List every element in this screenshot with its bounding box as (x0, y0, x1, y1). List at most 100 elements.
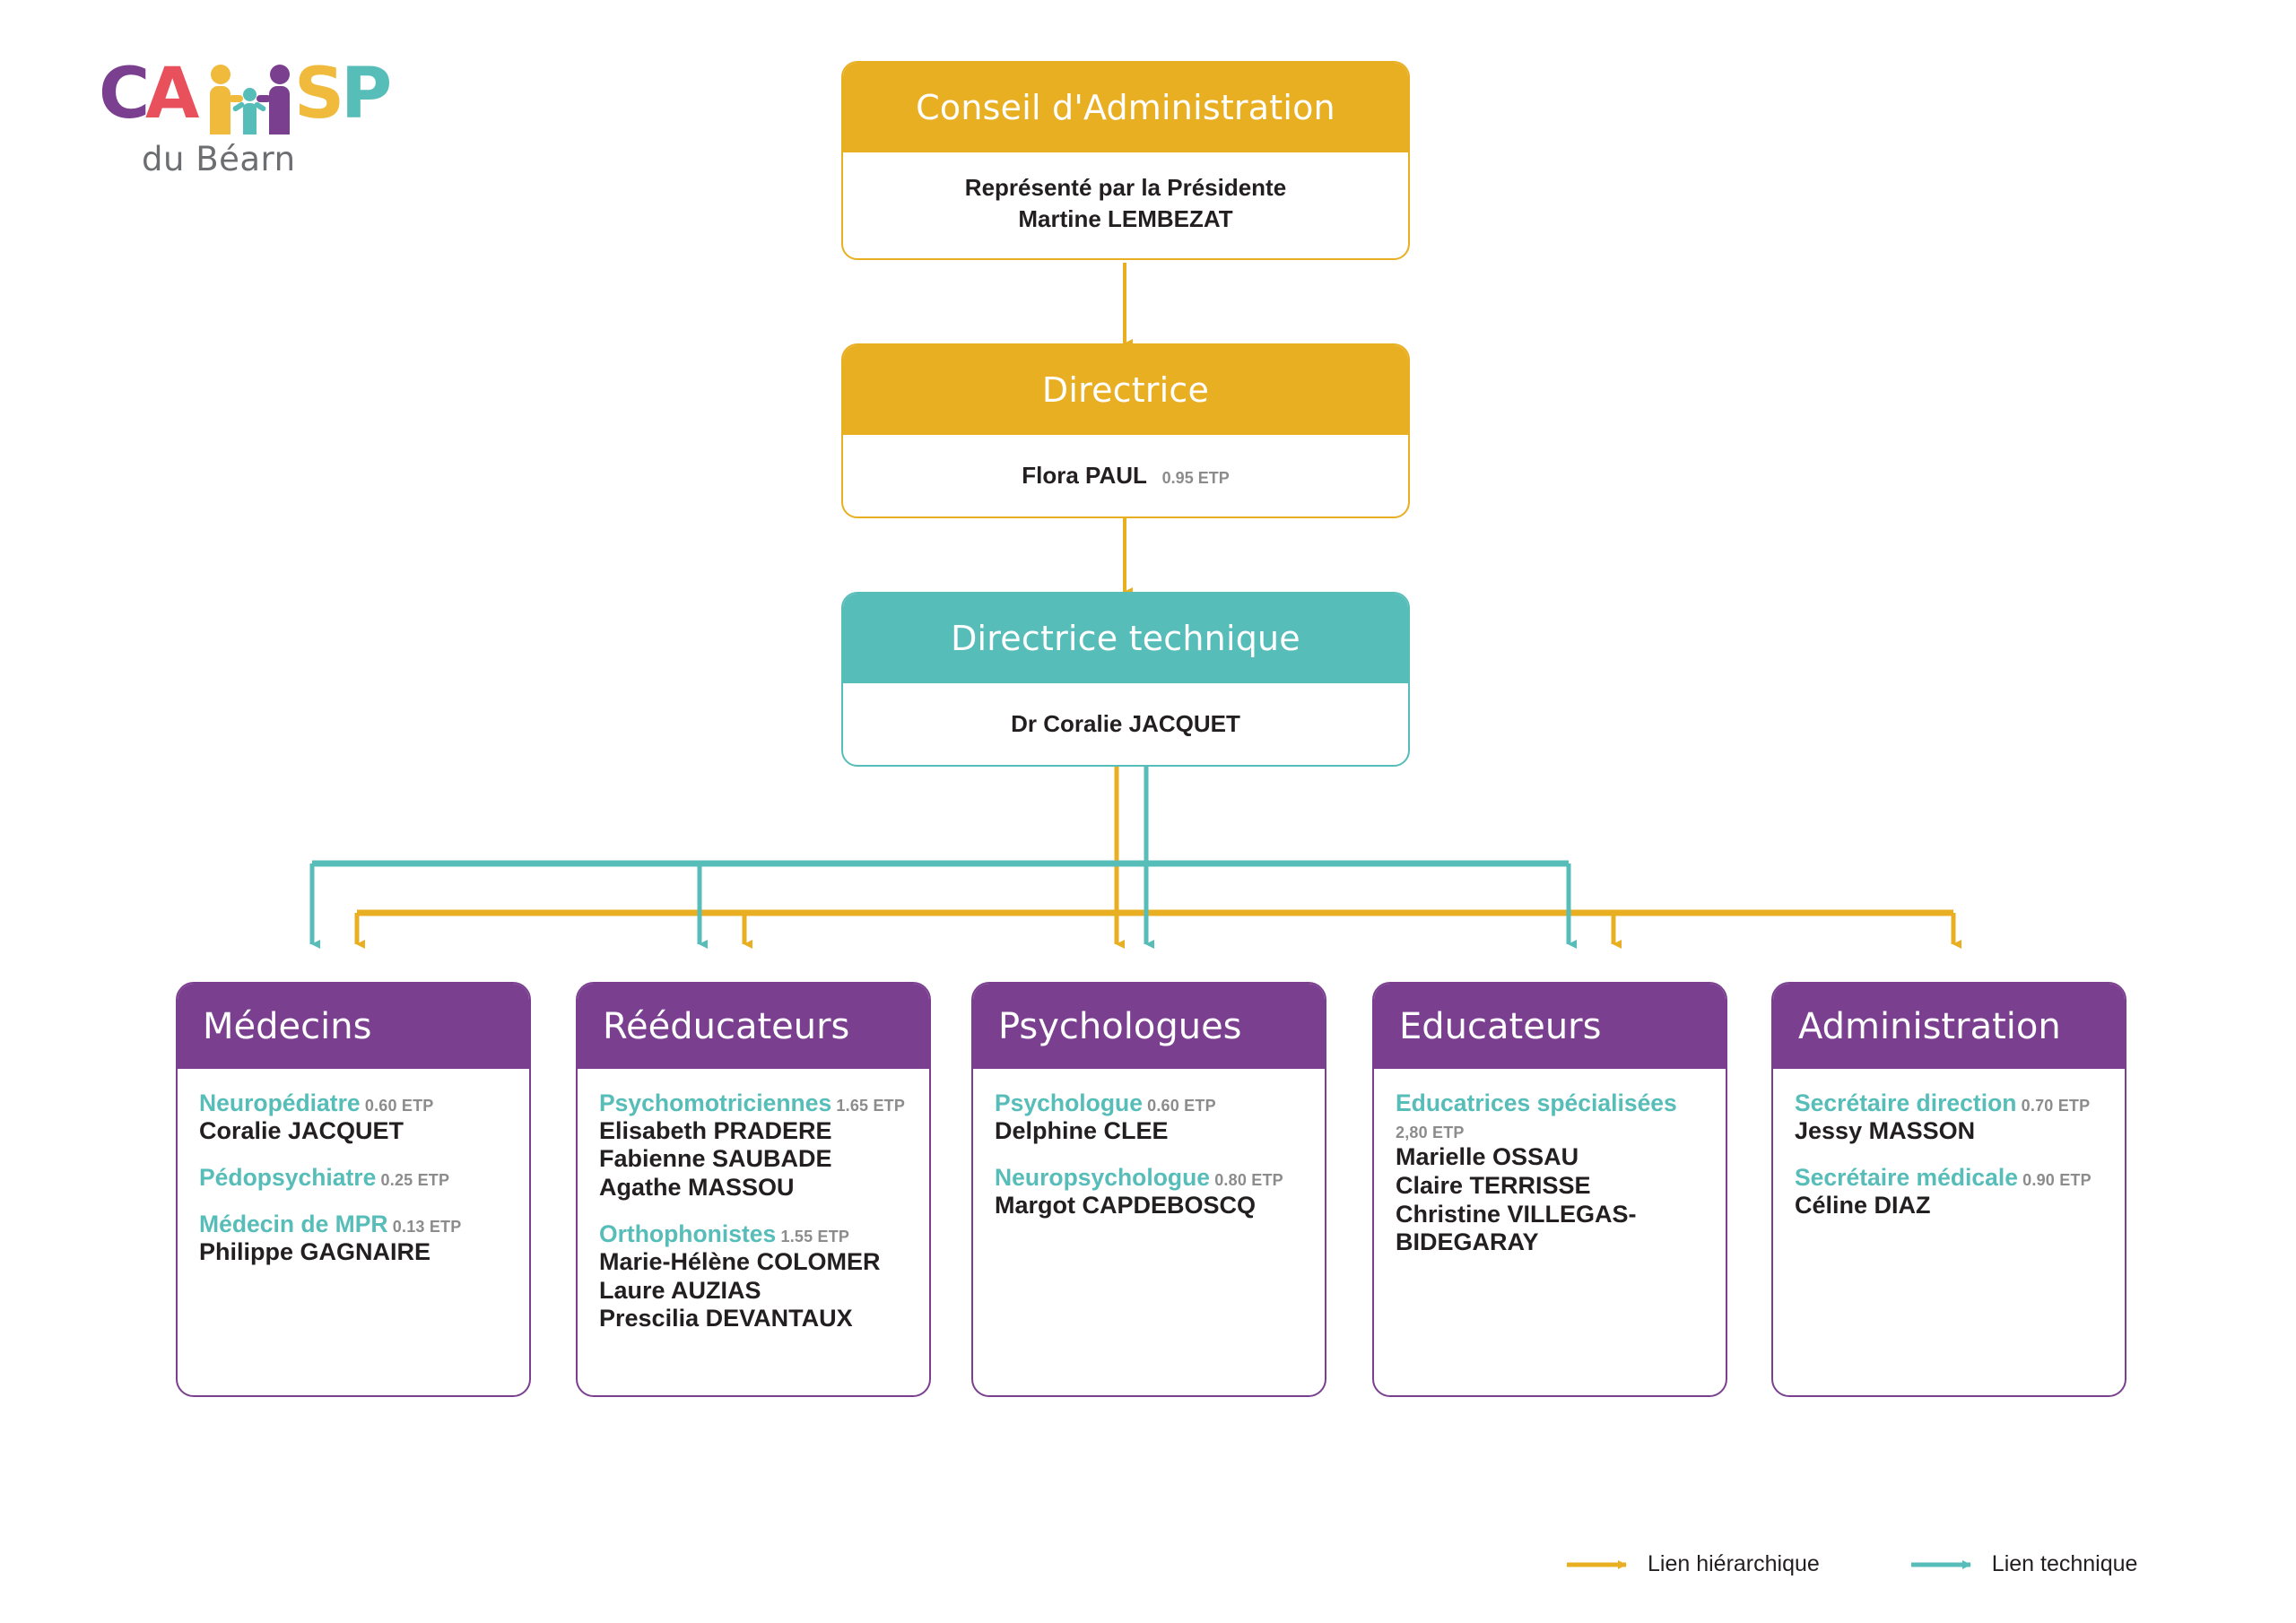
role-label-educatrices-specialisees: Educatrices spécialisées 2,80 ETP (1396, 1089, 1706, 1143)
person-name: Céline DIAZ (1795, 1191, 1931, 1219)
person-name: Marie-Hélène COLOMER (599, 1248, 881, 1276)
column-title-reeducateurs: Rééducateurs (578, 984, 929, 1069)
role-label-secretaire-medicale: Secrétaire médicale 0.90 ETP (1795, 1164, 2105, 1192)
role-name: Pédopsychiatre (199, 1164, 377, 1192)
logo-letter-s: S (294, 54, 344, 135)
role-label-secretaire-direction: Secrétaire direction 0.70 ETP (1795, 1089, 2105, 1117)
person-name: Elisabeth PRADERE (599, 1116, 832, 1144)
person-name: Claire TERRISSE (1396, 1171, 1591, 1199)
column-title-psychologues: Psychologues (973, 984, 1325, 1069)
role-etp: 0.60 ETP (1142, 1097, 1216, 1115)
column-title-administration: Administration (1773, 984, 2125, 1069)
logo-figure-adult-left (206, 65, 243, 135)
column-title-medecins: Médecins (178, 984, 529, 1069)
role-group-pedopsychiatre: Pédopsychiatre 0.25 ETP (199, 1164, 509, 1192)
legend-item-technique: Lien technique (1909, 1551, 2138, 1577)
person-name: Fabienne SAUBADE (599, 1145, 832, 1173)
person-name: Margot CAPDEBOSCQ (995, 1191, 1257, 1219)
legend-label-hierarchique: Lien hiérarchique (1648, 1551, 1820, 1576)
role-label-medecin-de-mpr: Médecin de MPR 0.13 ETP (199, 1211, 509, 1238)
board-representative-line: Représenté par la Présidente (964, 174, 1287, 201)
legend-arrow-technique-icon (1910, 1559, 1971, 1569)
role-etp: 0.90 ETP (2017, 1171, 2092, 1190)
person-name: Philippe GAGNAIRE (199, 1237, 431, 1265)
logo-letter-c: C (99, 54, 150, 135)
role-label-orthophonistes: Orthophonistes 1.55 ETP (599, 1221, 909, 1248)
role-etp: 0.13 ETP (387, 1217, 462, 1236)
person-name: Coralie JACQUET (199, 1116, 404, 1144)
board-president-name: Martine LEMBEZAT (1018, 205, 1233, 233)
role-etp: 2,80 ETP (1396, 1123, 1465, 1141)
person-name: Agathe MASSOU (599, 1173, 795, 1201)
role-label-pedopsychiatre: Pédopsychiatre 0.25 ETP (199, 1164, 509, 1192)
directrice-etp: 0.95 ETP (1161, 469, 1230, 487)
node-title-directrice-technique: Directrice technique (843, 594, 1408, 683)
role-etp: 0.25 ETP (376, 1171, 450, 1190)
role-etp: 0.80 ETP (1210, 1171, 1283, 1190)
legend-label-technique: Lien technique (1991, 1551, 2138, 1576)
column-title-educateurs: Educateurs (1374, 984, 1726, 1069)
directrice-name: Flora PAUL (1022, 462, 1147, 489)
role-name: Psychologue (995, 1089, 1143, 1116)
role-label-neuropsychologue: Neuropsychologue 0.80 ETP (995, 1164, 1305, 1192)
person-name: Christine VILLEGAS-BIDEGARAY (1396, 1200, 1637, 1256)
node-directrice-technique[interactable]: Directrice technique Dr Coralie JACQUET (841, 592, 1410, 767)
legend-item-hierarchique: Lien hiérarchique (1565, 1551, 1820, 1577)
logo-letter-p: P (341, 54, 392, 135)
legend-arrow-hierarchique-icon (1567, 1559, 1627, 1569)
role-name: Psychomotriciennes (599, 1089, 832, 1116)
logo-wordmark: C A S P (99, 54, 392, 136)
role-name: Secrétaire direction (1795, 1089, 2017, 1116)
role-etp: 0.60 ETP (360, 1097, 434, 1115)
role-etp: 0.70 ETP (2016, 1097, 2091, 1115)
role-label-psychologue: Psychologue 0.60 ETP (995, 1089, 1305, 1117)
role-etp: 1.65 ETP (831, 1097, 906, 1115)
person-name: Marielle OSSAU (1396, 1143, 1579, 1171)
node-body-conseil-administration: Représenté par la Présidente Martine LEM… (843, 152, 1408, 236)
node-body-directrice: Flora PAUL 0.95 ETP (843, 435, 1408, 490)
role-name: Educatrices spécialisées (1396, 1089, 1677, 1116)
role-label-psychomotriciennes: Psychomotriciennes 1.65 ETP (599, 1089, 909, 1117)
node-body-directrice-technique: Dr Coralie JACQUET (843, 683, 1408, 738)
logo-subtitle: du Béarn (142, 140, 296, 178)
role-name: Médecin de MPR (199, 1210, 388, 1237)
directrice-technique-name: Dr Coralie JACQUET (1011, 710, 1240, 737)
person-name: Delphine CLEE (995, 1116, 1169, 1144)
node-title-directrice: Directrice (843, 345, 1408, 435)
node-directrice[interactable]: Directrice Flora PAUL 0.95 ETP (841, 343, 1410, 518)
role-label-neuropediatre: Neuropédiatre 0.60 ETP (199, 1089, 509, 1117)
legend: Lien hiérarchique Lien technique (1565, 1551, 2137, 1577)
node-title-conseil-administration: Conseil d'Administration (843, 63, 1408, 152)
logo-figure-child (231, 88, 267, 135)
logo-figure-adult-right (257, 65, 292, 135)
role-etp: 1.55 ETP (776, 1228, 850, 1246)
role-name: Secrétaire médicale (1795, 1164, 2018, 1192)
person-name: Prescilia DEVANTAUX (599, 1305, 853, 1332)
role-name: Neuropsychologue (995, 1164, 1211, 1192)
person-name: Jessy MASSON (1795, 1116, 1976, 1144)
logo-letter-a: A (145, 54, 199, 135)
role-name: Neuropédiatre (199, 1089, 361, 1116)
camsp-logo: C A S P du Béarn (99, 54, 392, 188)
node-conseil-administration[interactable]: Conseil d'Administration Représenté par … (841, 61, 1410, 260)
role-name: Orthophonistes (599, 1220, 777, 1248)
